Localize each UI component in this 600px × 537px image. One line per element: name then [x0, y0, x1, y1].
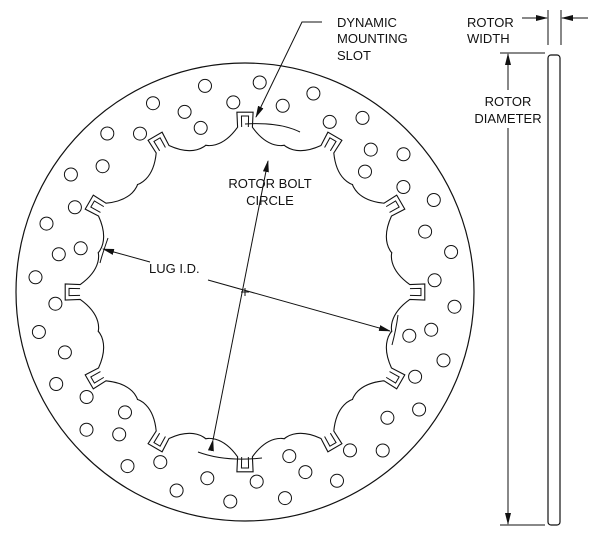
vent-hole — [95, 159, 110, 174]
mounting-slot — [90, 200, 105, 213]
vent-hole — [418, 224, 433, 239]
vent-hole — [396, 147, 411, 162]
vent-hole — [252, 75, 267, 90]
mounting-slot — [409, 287, 422, 297]
vent-hole — [363, 142, 378, 157]
vent-hole — [49, 377, 64, 391]
vent-hole — [282, 449, 297, 464]
vent-hole — [100, 126, 115, 141]
rotor-side-view — [547, 54, 561, 526]
dynamic-slot-label-3: SLOT — [337, 48, 371, 63]
vent-hole — [57, 345, 72, 360]
vent-hole — [133, 126, 147, 141]
vent-hole — [412, 402, 427, 417]
vent-hole — [447, 299, 462, 314]
vent-hole — [153, 455, 168, 470]
vent-hole — [426, 193, 441, 207]
mounting-slot — [153, 432, 166, 447]
vent-hole — [275, 98, 290, 113]
vent-hole — [223, 494, 238, 509]
vent-hole — [330, 473, 344, 488]
lug-id-line — [207, 279, 391, 332]
dynamic-slot-label-1: DYNAMIC — [337, 15, 397, 30]
vent-hole — [79, 422, 94, 437]
vent-hole — [402, 328, 417, 343]
vent-hole — [177, 104, 192, 119]
slot-leader — [255, 21, 322, 118]
bolt-circle-label-2: CIRCLE — [246, 193, 294, 208]
vent-hole — [436, 353, 451, 368]
vent-hole — [193, 120, 208, 135]
vent-hole — [322, 114, 337, 129]
vent-hole — [63, 167, 78, 182]
vent-hole — [118, 405, 132, 420]
vent-hole — [375, 443, 390, 458]
mounting-slot — [240, 456, 250, 469]
lug-id-leader — [102, 248, 151, 263]
mounting-slot — [385, 200, 400, 213]
lug-inner-edge — [64, 111, 426, 473]
vent-hole — [444, 245, 459, 259]
vent-hole — [278, 491, 292, 506]
bolt-circle-arc-top — [244, 123, 301, 133]
rotor-outer-edge — [15, 62, 475, 522]
vent-hole — [343, 443, 357, 458]
vent-hole — [146, 96, 160, 111]
lug-id-label: LUG I.D. — [149, 261, 200, 276]
lug-id-arc-left — [99, 237, 109, 264]
vent-hole — [408, 369, 423, 384]
vent-hole — [306, 86, 321, 101]
rotor-diameter-label-2: DIAMETER — [474, 111, 541, 126]
vent-hole — [73, 241, 88, 256]
vent-hole — [48, 296, 63, 311]
vent-hole — [249, 474, 264, 489]
vent-hole — [380, 410, 395, 425]
bolt-circle-arc-bottom — [197, 451, 263, 460]
lug-id-arc-right — [391, 314, 399, 346]
vent-hole — [120, 459, 135, 474]
dynamic-slot-label-2: MOUNTING — [337, 31, 408, 46]
mounting-slot — [240, 115, 250, 128]
vent-hole — [31, 325, 46, 339]
vent-hole — [79, 390, 94, 404]
vent-hole — [424, 322, 439, 337]
mounting-slot — [324, 137, 337, 152]
bolt-circle-label-1: ROTOR BOLT — [228, 176, 311, 191]
vent-hole — [298, 465, 313, 480]
vent-hole — [358, 164, 372, 179]
vent-holes — [28, 75, 462, 509]
vent-hole — [39, 216, 54, 231]
vent-hole — [355, 110, 370, 125]
mounting-slot — [68, 287, 81, 297]
rotor-diameter-label-1: ROTOR — [485, 94, 532, 109]
vent-hole — [396, 180, 411, 194]
vent-hole — [28, 270, 43, 285]
vent-hole — [427, 273, 442, 288]
vent-hole — [226, 95, 241, 110]
rotor-width-label-1: ROTOR — [467, 15, 514, 30]
mounting-slot — [324, 432, 337, 447]
vent-hole — [198, 78, 212, 93]
mounting-slots — [68, 115, 422, 469]
center-mark — [241, 288, 249, 296]
vent-hole — [51, 247, 66, 262]
vent-hole — [200, 471, 215, 486]
bolt-circle-line — [207, 160, 269, 452]
mounting-slot — [153, 137, 166, 152]
vent-hole — [169, 483, 184, 498]
mounting-slot — [385, 371, 400, 384]
rotor-width-label-2: WIDTH — [467, 31, 510, 46]
vent-hole — [67, 200, 82, 215]
vent-hole — [112, 427, 127, 442]
mounting-slot — [90, 371, 105, 384]
